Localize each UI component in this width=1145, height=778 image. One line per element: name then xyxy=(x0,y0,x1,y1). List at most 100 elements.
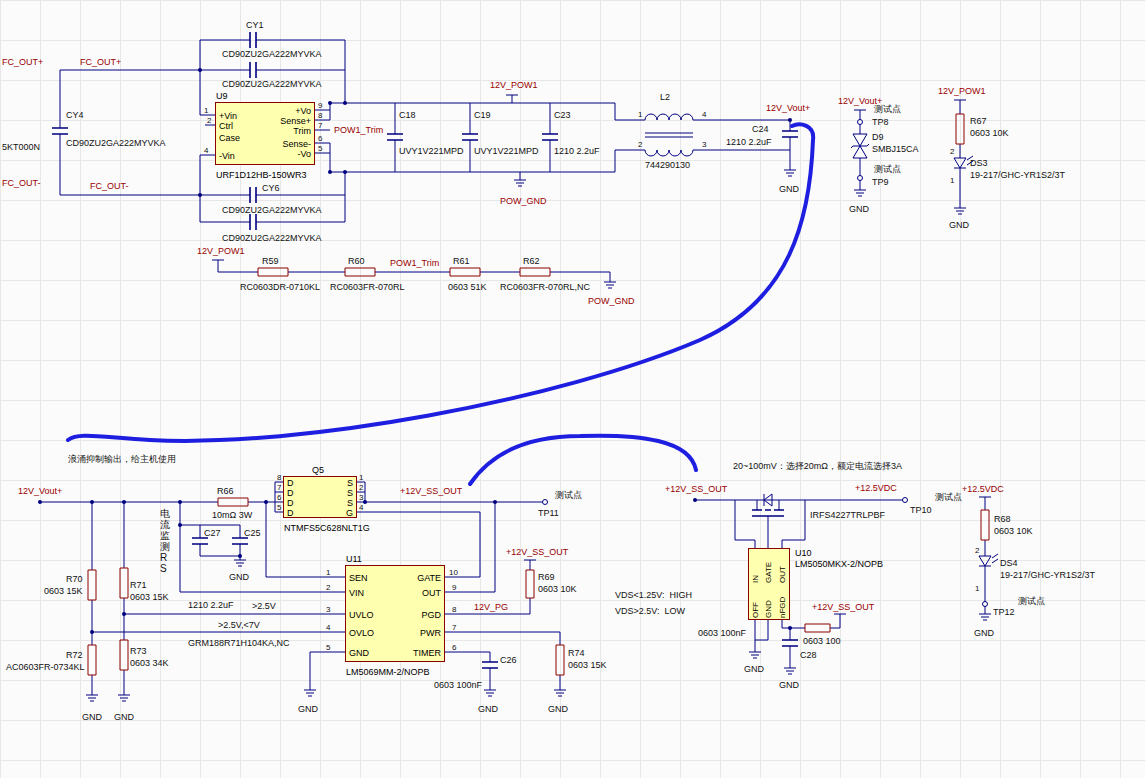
test-point xyxy=(543,120,988,607)
component-label: C27 xyxy=(204,528,221,538)
pin-name: GND xyxy=(349,648,369,658)
ic-box: U9+VinCtrlCase-Vin+VoSense+TrimSense--Vo… xyxy=(215,102,315,165)
component-label: R68 xyxy=(994,514,1011,524)
pin-number: 2 xyxy=(638,140,642,149)
ic-box: U11SENVINUVLOOVLOGNDGATEOUTPGDPWRTIMERLM… xyxy=(345,565,445,662)
wire xyxy=(40,40,991,695)
component-label: CD90ZU2GA222MYVKA xyxy=(222,79,322,89)
pin-name: OUT xyxy=(422,588,441,598)
pin-name: VIN xyxy=(349,588,364,598)
net-label: +12V_SS_OUT xyxy=(665,484,727,494)
component-label: 0603 10K xyxy=(538,584,577,594)
pin-name: GND xyxy=(764,600,774,618)
component-label: 测试点 xyxy=(935,492,962,502)
component-label: 测试点 xyxy=(555,490,582,500)
component-label: RC0603FR-070RL,NC xyxy=(500,282,590,292)
pin-name: Case xyxy=(219,133,240,143)
component-label: C28 xyxy=(800,650,817,660)
pin-number: 6 xyxy=(452,643,456,652)
part-label: U10 xyxy=(795,548,812,558)
pin-number: 7 xyxy=(318,121,322,130)
component-label: >2.5V xyxy=(252,601,276,611)
net-label: +12.5VDC xyxy=(962,484,1004,494)
component-label: GND xyxy=(949,220,969,230)
component-label: CD90ZU2GA222MYVKA xyxy=(222,233,322,243)
pin-number: 2 xyxy=(207,116,211,125)
pin-name: Ctrl xyxy=(219,121,233,131)
component-label: R59 xyxy=(262,256,279,266)
net-label: FC_OUT+ xyxy=(2,57,43,67)
pin-name: D xyxy=(287,478,294,488)
pin-number: 7 xyxy=(277,483,281,492)
net-label: FC_OUT- xyxy=(90,181,129,191)
net-label: +12.5VDC xyxy=(855,483,897,493)
pin-name: D xyxy=(287,498,294,508)
pin-name: TIMER xyxy=(413,648,441,658)
pin-number: 5 xyxy=(326,643,330,652)
pin-name: GATE xyxy=(417,573,441,583)
component-label: R71 xyxy=(130,580,147,590)
net-label: POW1_Trim xyxy=(334,125,383,135)
component-label: R61 xyxy=(453,256,470,266)
component-label: R69 xyxy=(538,572,555,582)
pin-number: 1 xyxy=(638,110,642,119)
component-label: 0603 15K xyxy=(568,660,607,670)
component-label: 测试点 xyxy=(874,104,901,114)
net-label: 12V_POW1 xyxy=(490,80,538,90)
part-label: U9 xyxy=(216,91,228,101)
pin-name: UVLO xyxy=(349,610,374,620)
pin-number: 8 xyxy=(452,605,456,614)
component-label: GND xyxy=(298,704,318,714)
vertical-note: 电流监测RS xyxy=(160,508,170,574)
component-label: 0603 15K xyxy=(44,586,83,596)
part-label: Q5 xyxy=(312,465,324,475)
pin-number: 8 xyxy=(318,111,322,120)
net-label: 12V_Vout+ xyxy=(18,486,62,496)
net-label: +12V_SS_OUT xyxy=(812,602,874,612)
component-label: TP12 xyxy=(993,607,1015,617)
pin-name: Sense- xyxy=(282,139,311,149)
net-label: 12V_POW1 xyxy=(197,246,245,256)
net-label: +12V_SS_OUT xyxy=(506,547,568,557)
pin-number: 3 xyxy=(326,605,330,614)
net-label: FC_OUT- xyxy=(2,178,41,188)
component-label: SMBJ15CA xyxy=(872,144,919,154)
net-label: POW1_Trim xyxy=(390,258,439,268)
pin-number: 5 xyxy=(318,144,322,153)
component-label: 0603 15K xyxy=(130,592,169,602)
pin-name: D xyxy=(287,508,294,518)
pin-name: S xyxy=(347,488,353,498)
component-label: R62 xyxy=(523,256,540,266)
component-label: TP9 xyxy=(872,177,889,187)
net-label: FC_OUT+ xyxy=(80,57,121,67)
component-label: 744290130 xyxy=(645,160,690,170)
component-label: 0603 100 xyxy=(803,636,841,646)
component-label: GND xyxy=(744,664,764,674)
pin-number: 9 xyxy=(452,583,456,592)
pin-number: 3 xyxy=(359,493,363,502)
pin-name: -Vo xyxy=(297,149,311,159)
component-label: C26 xyxy=(500,655,517,665)
part-label: URF1D12HB-150WR3 xyxy=(216,170,307,180)
pin-name: PGD xyxy=(421,610,441,620)
component-label: DS3 xyxy=(970,158,988,168)
component-label: >2.5V,<7V xyxy=(218,620,260,630)
component-label: R72 xyxy=(66,650,83,660)
component-label: C18 xyxy=(399,110,416,120)
hand-drawn-arrow xyxy=(470,436,696,484)
ic-box: U10LM5050MKX-2/NOPBINGATEOUTOFFGNDnFGD xyxy=(748,548,790,620)
pin-number: 6 xyxy=(277,493,281,502)
net-label: POW_GND xyxy=(500,196,547,206)
component-label: 19-217/GHC-YR1S2/3T xyxy=(1000,570,1095,580)
part-label: NTMFS5C628NLT1G xyxy=(284,523,370,533)
component-label: CD90ZU2GA222MYVKA xyxy=(222,205,322,215)
net-label: 12V_PG xyxy=(474,602,508,612)
component-label: AC0603FR-0734KL xyxy=(6,662,85,672)
pin-name: GATE xyxy=(764,562,774,583)
diode-symbol xyxy=(764,134,998,566)
pin-name: D xyxy=(287,488,294,498)
component-label: 0603 100nF xyxy=(434,680,482,690)
inductor-symbol xyxy=(645,114,693,156)
part-label: LM5050MKX-2/NOPB xyxy=(795,559,883,569)
